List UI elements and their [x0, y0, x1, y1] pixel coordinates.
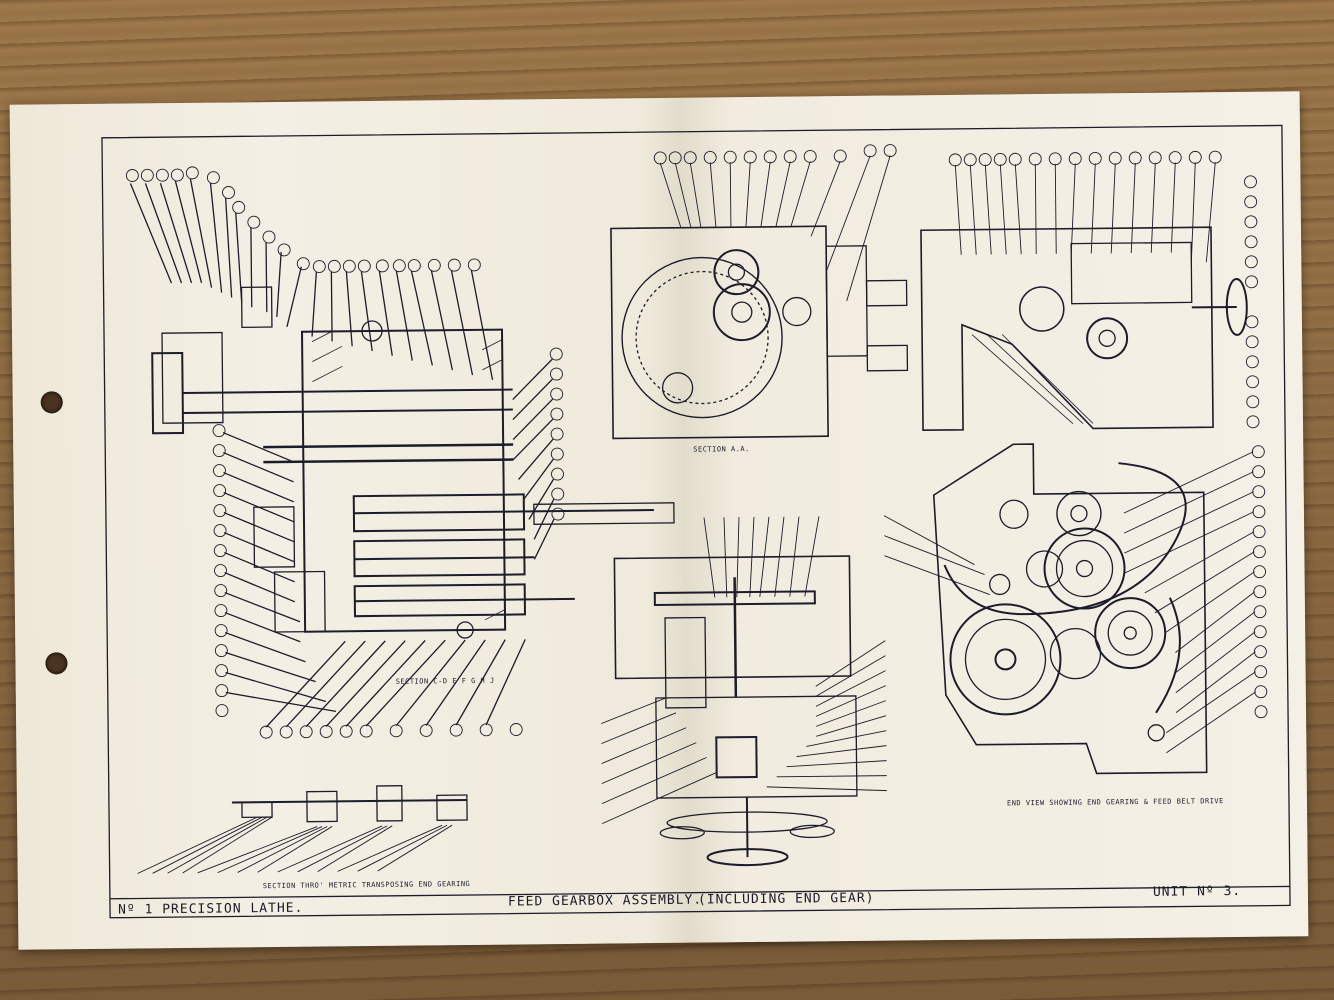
- apron-cross-section: [600, 516, 887, 867]
- drawing-border: [101, 124, 1291, 919]
- callout-balloons-left: [125, 166, 565, 739]
- end-gearing-view: [883, 443, 1268, 775]
- main-gearbox-section: [129, 178, 675, 728]
- drawing-sheet: SECTION C-D E F G H J SECTION A.A. SECTI…: [9, 91, 1309, 950]
- right-side-section: [920, 150, 1260, 432]
- engineering-drawing: [101, 124, 1291, 919]
- caption-section-c: SECTION C-D E F G H J: [395, 676, 495, 686]
- sheet-unit-title: UNIT Nº 3.: [1152, 883, 1242, 900]
- metric-transposing-section: [137, 785, 468, 874]
- sheet-center-title: FEED GEARBOX ASSEMBLY.: [507, 892, 703, 910]
- caption-section-aa: SECTION A.A.: [693, 445, 750, 454]
- sheet-center-subtitle: (INCLUDING END GEAR): [697, 890, 875, 908]
- section-aa-view: [610, 144, 909, 440]
- sheet-left-title: Nº 1 PRECISION LATHE.: [117, 900, 304, 918]
- title-block-line: [109, 885, 1290, 900]
